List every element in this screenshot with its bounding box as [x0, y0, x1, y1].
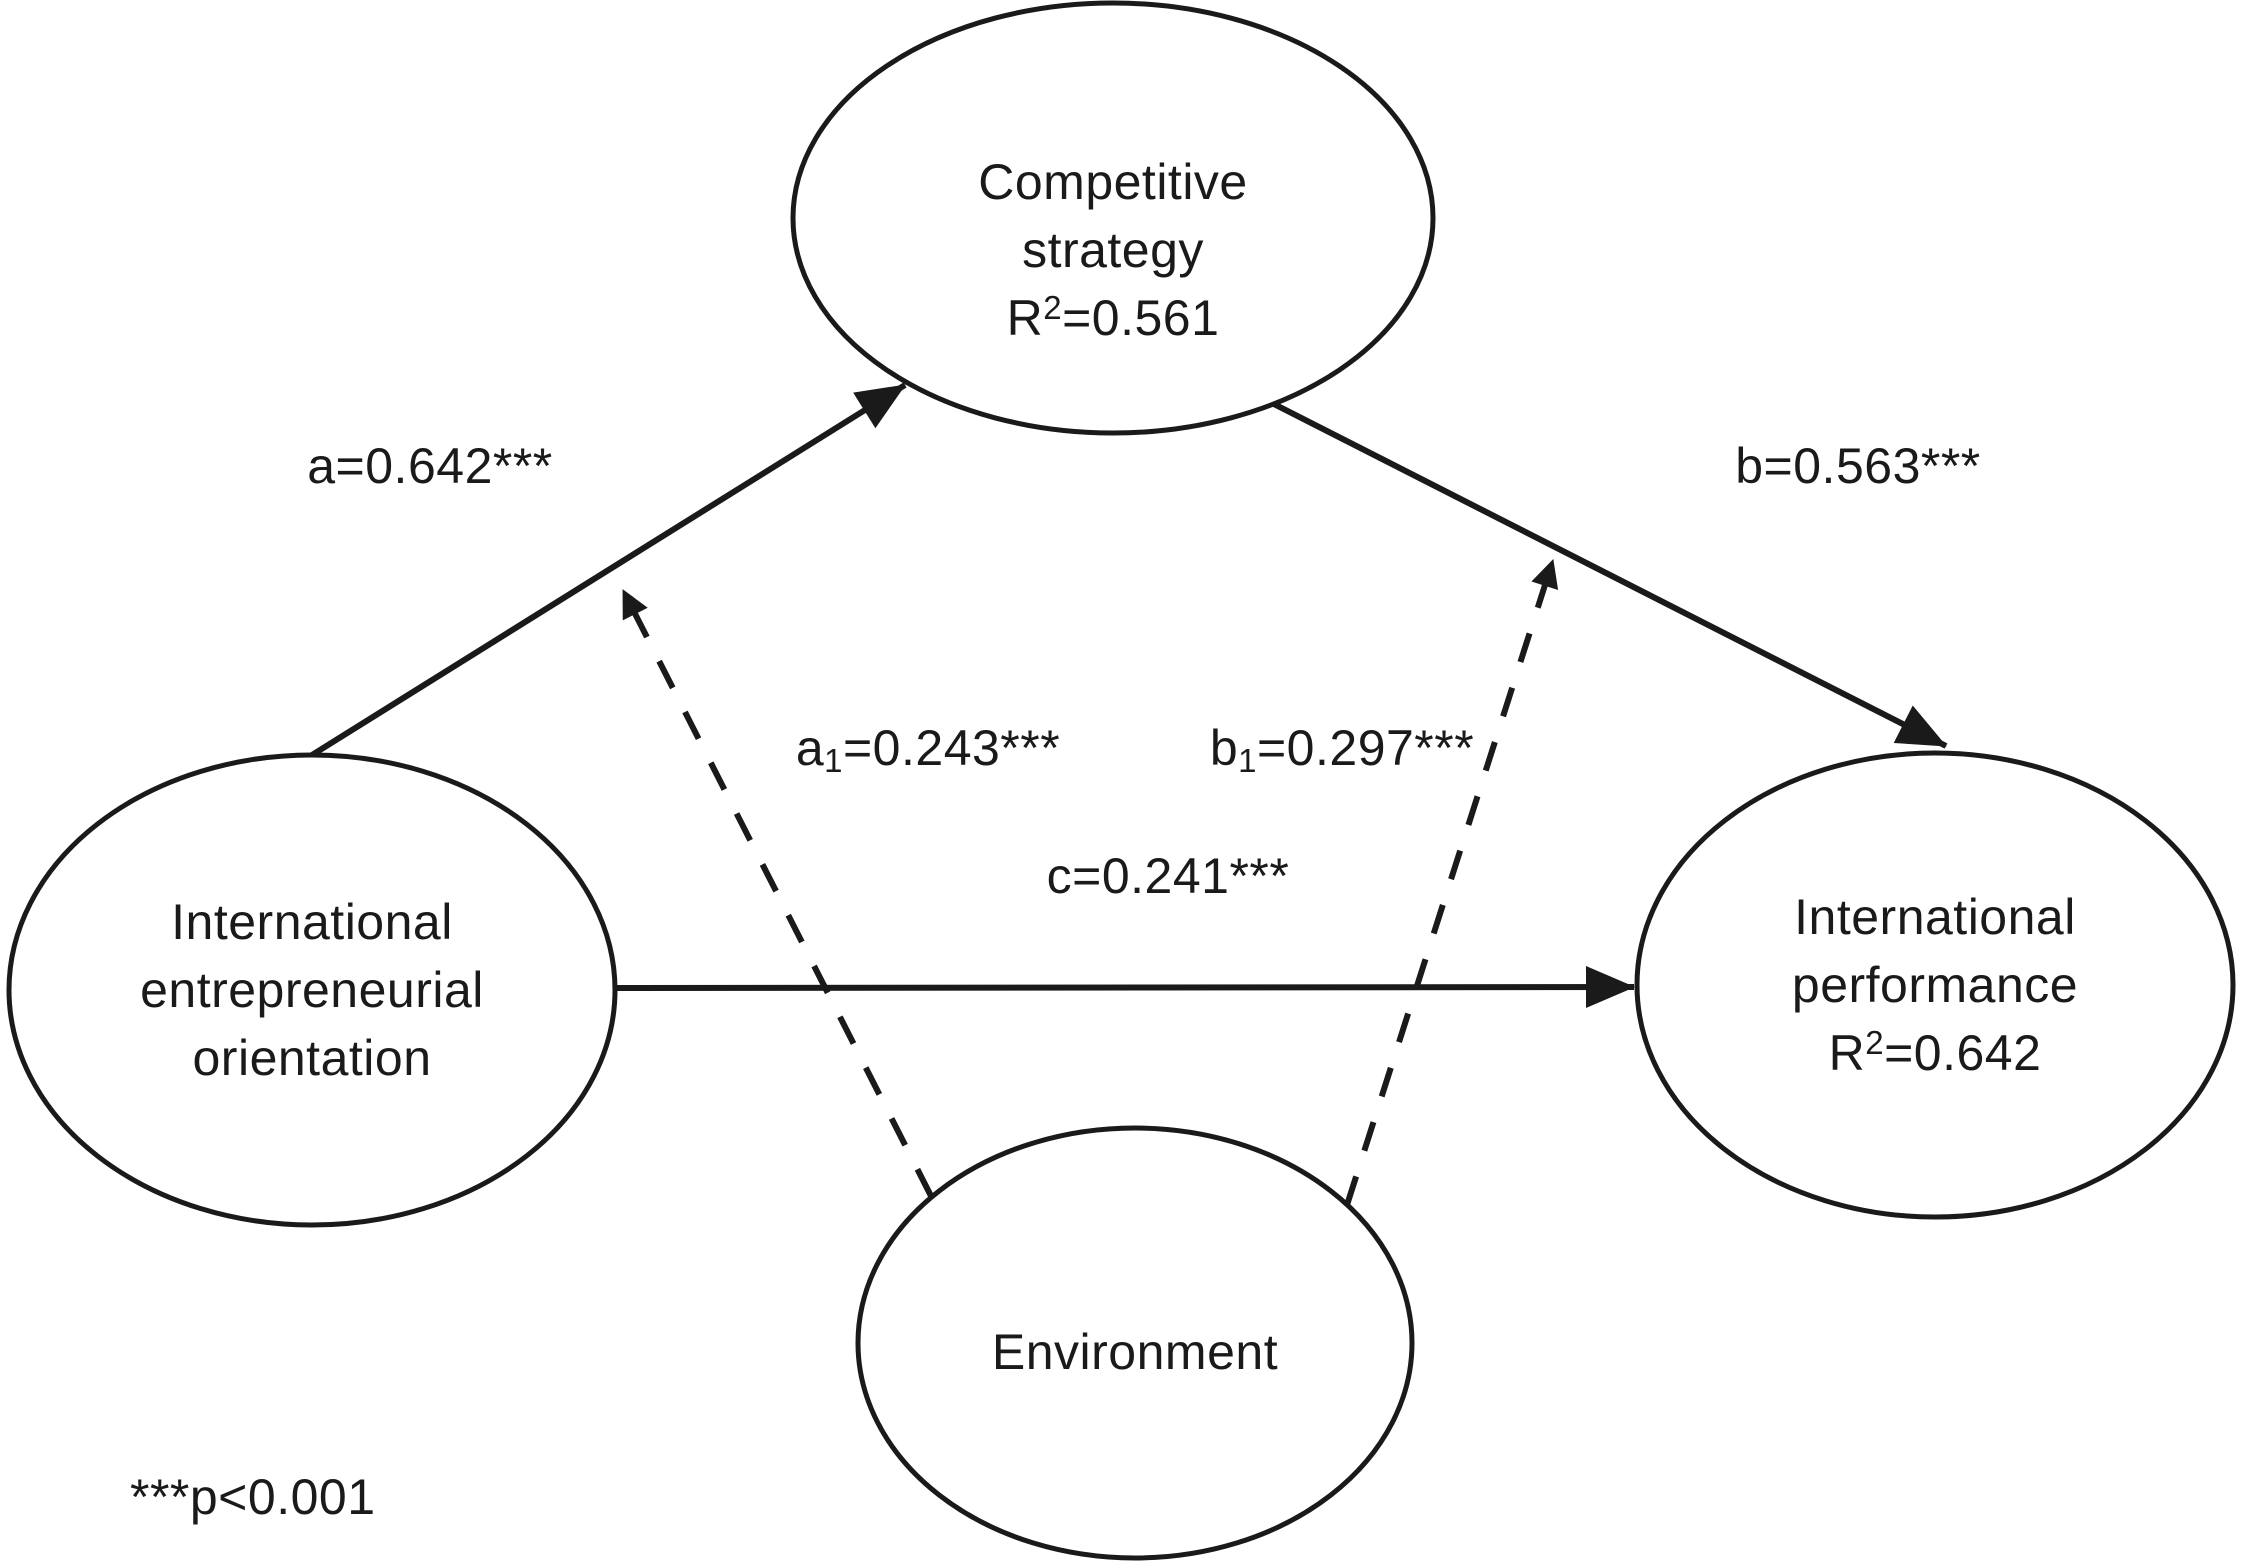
- subscript-1: 1: [824, 742, 843, 780]
- competitive-strategy-line2: strategy: [1022, 222, 1204, 278]
- path-b-coefficient-label: b=0.563***: [1735, 438, 1981, 494]
- significance-note: ***p<0.001: [130, 1469, 376, 1525]
- competitive-strategy-line1: Competitive: [978, 154, 1248, 210]
- competitive-strategy-r2: R2=0.561: [1006, 288, 1220, 347]
- path-a1-coefficient-label: a1=0.243***: [795, 720, 1061, 780]
- path-a1-dashed-arrow: [620, 588, 934, 1198]
- superscript-2: 2: [1043, 288, 1063, 326]
- international-entrepreneurial-orientation-ellipse: [6, 752, 618, 1228]
- international-performance-label: International performance R2=0.642: [1655, 883, 2215, 1093]
- international-performance-r2: R2=0.642: [1828, 1023, 2042, 1082]
- path-a-arrow: [310, 382, 907, 758]
- competitive-strategy-ellipse: [790, 0, 1436, 436]
- superscript-2: 2: [1865, 1023, 1885, 1061]
- subscript-1: 1: [1238, 742, 1257, 780]
- path-c-coefficient-label: c=0.241***: [1046, 848, 1290, 904]
- path-b1-dashed-arrow: [1344, 559, 1559, 1206]
- environment-ellipse: [855, 1125, 1415, 1561]
- path-b-arrow: [1268, 399, 1948, 749]
- international-entrepreneurial-orientation-label: International entrepreneurial orientatio…: [140, 894, 484, 1086]
- international-performance-ellipse: [1634, 750, 2236, 1220]
- environment-label: Environment: [991, 1324, 1279, 1380]
- path-b1-coefficient-label: b1=0.297***: [1209, 720, 1475, 780]
- path-c-arrow: [616, 966, 1635, 1009]
- path-a-coefficient-label: a=0.642***: [307, 438, 553, 494]
- competitive-strategy-label: Competitive strategy R2=0.561: [833, 148, 1393, 358]
